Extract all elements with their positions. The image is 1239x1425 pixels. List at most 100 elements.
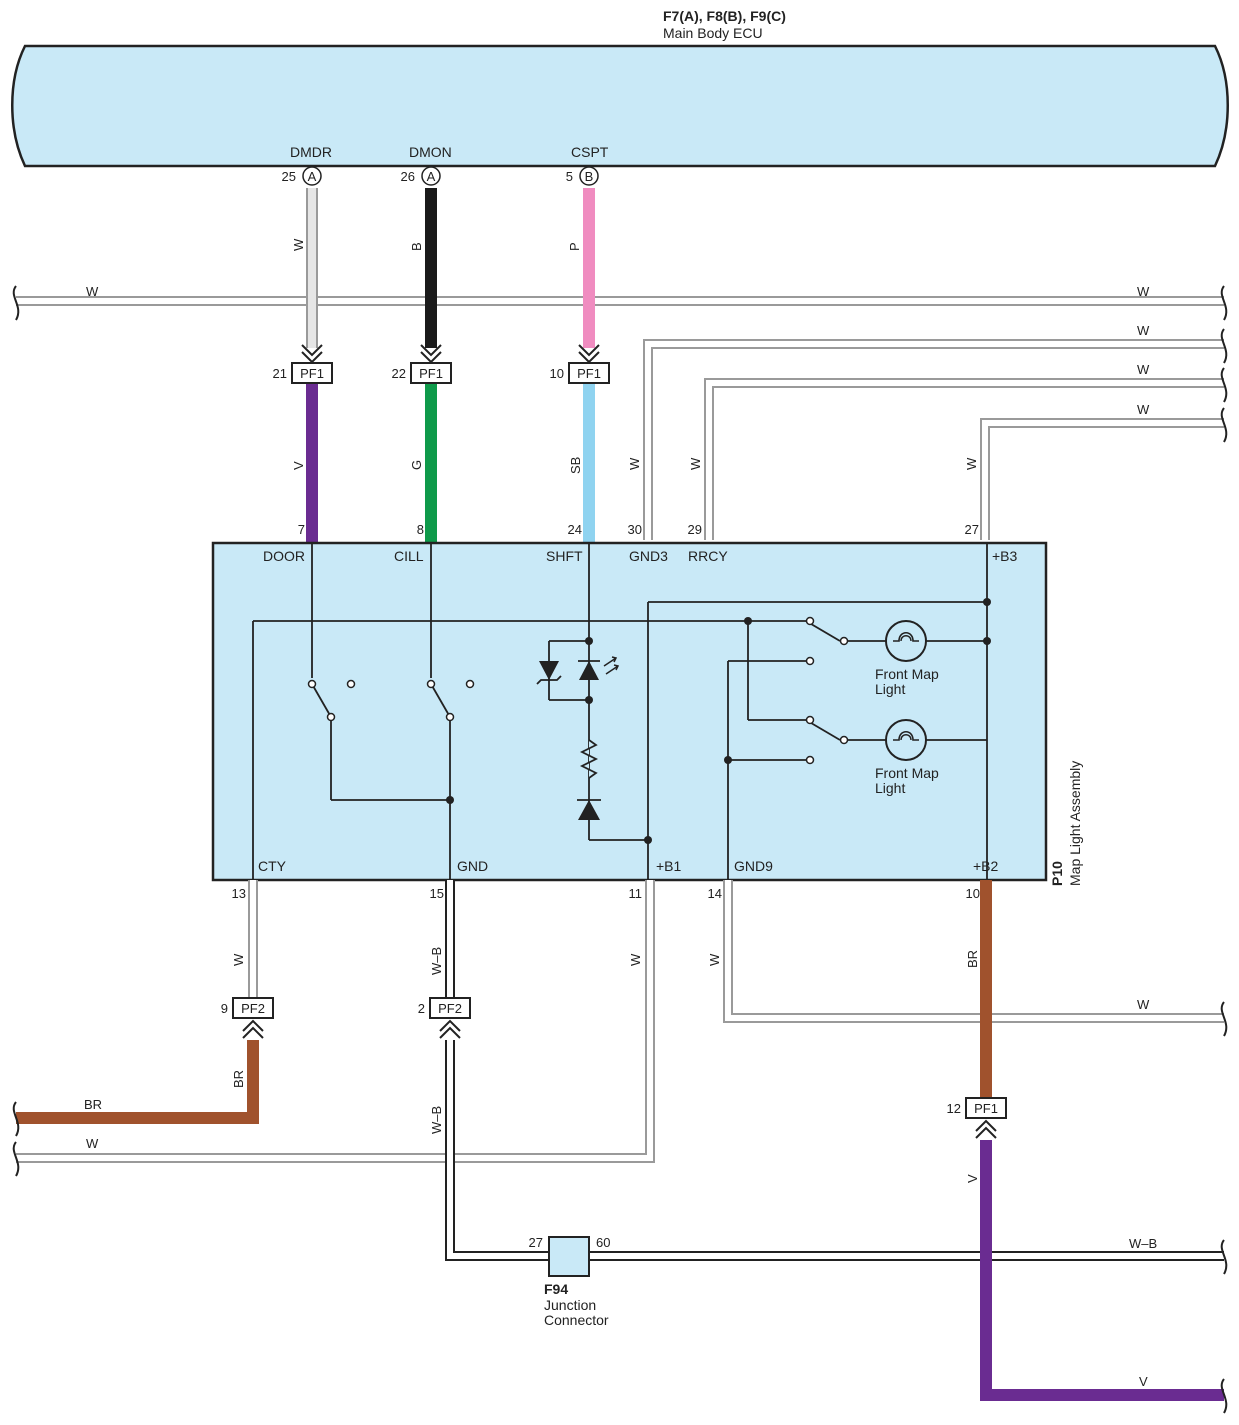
- break-mark-right-1: [1220, 285, 1228, 321]
- switch-contacts: [307, 616, 849, 765]
- b3-wire: [980, 418, 1224, 540]
- main-body-ecu: [11, 44, 1229, 168]
- pin-name-b1: +B1: [656, 858, 682, 874]
- wire-br-left: [16, 1040, 259, 1124]
- wire-label-v-vertical: V: [965, 1174, 980, 1183]
- svg-text:PF1: PF1: [300, 366, 324, 381]
- ecu-pin-number-25: 25: [282, 169, 296, 184]
- pin-number-29: 29: [688, 522, 702, 537]
- break-mark-right-4: [1220, 407, 1228, 443]
- front-map-light-2-icon: [885, 719, 927, 761]
- pf2-connector-9: PF2 9: [221, 997, 274, 1039]
- pin-number-8: 8: [417, 522, 424, 537]
- svg-text:27: 27: [529, 1235, 543, 1250]
- wire-gnd9: [723, 880, 1224, 1023]
- svg-text:PF2: PF2: [438, 1001, 462, 1016]
- led-icon: [578, 656, 620, 680]
- pin-name-gnd3: GND3: [629, 548, 668, 564]
- ecu-pin-dmdr: A 25: [282, 166, 322, 186]
- svg-text:PF1: PF1: [974, 1101, 998, 1116]
- ecu-pin-cspt: B 5: [566, 166, 599, 186]
- wire-label-wb-right: W–B: [1129, 1236, 1157, 1251]
- svg-text:21: 21: [273, 366, 287, 381]
- svg-text:PF2: PF2: [241, 1001, 265, 1016]
- pin-name-b3: +B3: [992, 548, 1018, 564]
- pin-name-b2: +B2: [973, 858, 999, 874]
- pin-name-gnd9: GND9: [734, 858, 773, 874]
- pin-number-30: 30: [628, 522, 642, 537]
- svg-text:22: 22: [392, 366, 406, 381]
- break-mark-right-7: [1220, 1378, 1228, 1414]
- pin-number-11: 11: [629, 886, 643, 901]
- junction-connector-f94: 27 60: [529, 1235, 610, 1277]
- pf2-connector-2: PF2 2: [418, 997, 471, 1039]
- lamp-2-label-line2: Light: [875, 780, 905, 796]
- wire-label-br-left: BR: [84, 1097, 102, 1112]
- pin-name-door: DOOR: [263, 548, 305, 564]
- wire-label-w-left: W: [86, 1136, 99, 1151]
- pf1-connector-10: PF1 10: [550, 344, 610, 384]
- pin-name-gnd: GND: [457, 858, 488, 874]
- pin-name-rrcy: RRCY: [688, 548, 728, 564]
- pin-number-27: 27: [965, 522, 979, 537]
- wire-label-right-1: W: [1137, 284, 1150, 299]
- wire-label-b1: W: [628, 953, 643, 966]
- wire-label-right-4: W: [1137, 402, 1150, 417]
- wire-label-dmdr: W: [291, 238, 306, 251]
- svg-text:10: 10: [550, 366, 564, 381]
- pin-number-7: 7: [298, 522, 305, 537]
- wire-label-v-bottom: V: [1139, 1374, 1148, 1389]
- break-mark-right-3: [1220, 367, 1228, 403]
- wire-label-rrcy: W: [688, 457, 703, 470]
- pin-number-15: 15: [430, 886, 444, 901]
- wire-label-left-top: W: [86, 284, 99, 299]
- svg-text:12: 12: [947, 1101, 961, 1116]
- pin-name-shft: SHFT: [546, 548, 583, 564]
- svg-text:9: 9: [221, 1001, 228, 1016]
- svg-text:60: 60: [596, 1235, 610, 1250]
- ecu-pin-name-cspt: CSPT: [571, 144, 609, 160]
- wire-b1: [16, 880, 655, 1163]
- wire-label-gnd: W–B: [429, 947, 444, 975]
- pf1-connector-22: PF1 22: [392, 344, 452, 384]
- svg-text:PF1: PF1: [577, 366, 601, 381]
- pin-number-10: 10: [966, 886, 980, 901]
- ecu-connectors: F7(A), F8(B), F9(C): [663, 8, 786, 24]
- ecu-pin-dmon: A 26: [401, 166, 441, 186]
- lamp-1-label-line2: Light: [875, 681, 905, 697]
- rrcy-wire: [704, 378, 1224, 540]
- pin-name-cty: CTY: [258, 858, 287, 874]
- svg-text:A: A: [427, 169, 436, 184]
- wire-label-b3: W: [964, 457, 979, 470]
- wire-label-dmon: B: [409, 242, 424, 251]
- svg-text:A: A: [308, 169, 317, 184]
- junction-dots: [446, 598, 991, 844]
- svg-text:B: B: [585, 169, 594, 184]
- svg-text:PF1: PF1: [419, 366, 443, 381]
- wire-label-shft: SB: [568, 457, 583, 474]
- pf1-connector-12: PF1 12: [947, 1097, 1007, 1139]
- break-mark-left-w: [12, 1141, 20, 1177]
- map-light-assembly: [211, 541, 1048, 882]
- wire-label-wb-vertical: W–B: [429, 1106, 444, 1134]
- wire-label-b2: BR: [965, 950, 980, 968]
- junction-label-line2: Connector: [544, 1312, 609, 1328]
- break-mark-right-6: [1220, 1239, 1228, 1275]
- break-mark-left-top: [12, 285, 20, 321]
- wire-label-gnd9-right: W: [1137, 997, 1150, 1012]
- assembly-id: P10: [1049, 861, 1065, 886]
- resistor-icon: [579, 739, 599, 779]
- wire-label-cty: W: [231, 953, 246, 966]
- diode-icon: [577, 799, 601, 820]
- pin-number-24: 24: [568, 522, 582, 537]
- pin-name-cill: CILL: [394, 548, 424, 564]
- zener-diode-icon: [536, 661, 562, 685]
- wire-label-gnd3: W: [627, 457, 642, 470]
- ecu-pin-name-dmon: DMON: [409, 144, 452, 160]
- wire-label-br-vertical: BR: [231, 1070, 246, 1088]
- ecu-pin-number-26: 26: [401, 169, 415, 184]
- wire-wb-to-junction: [445, 1040, 548, 1261]
- ecu-pin-name-dmdr: DMDR: [290, 144, 332, 160]
- gnd3-wire: [643, 339, 1224, 540]
